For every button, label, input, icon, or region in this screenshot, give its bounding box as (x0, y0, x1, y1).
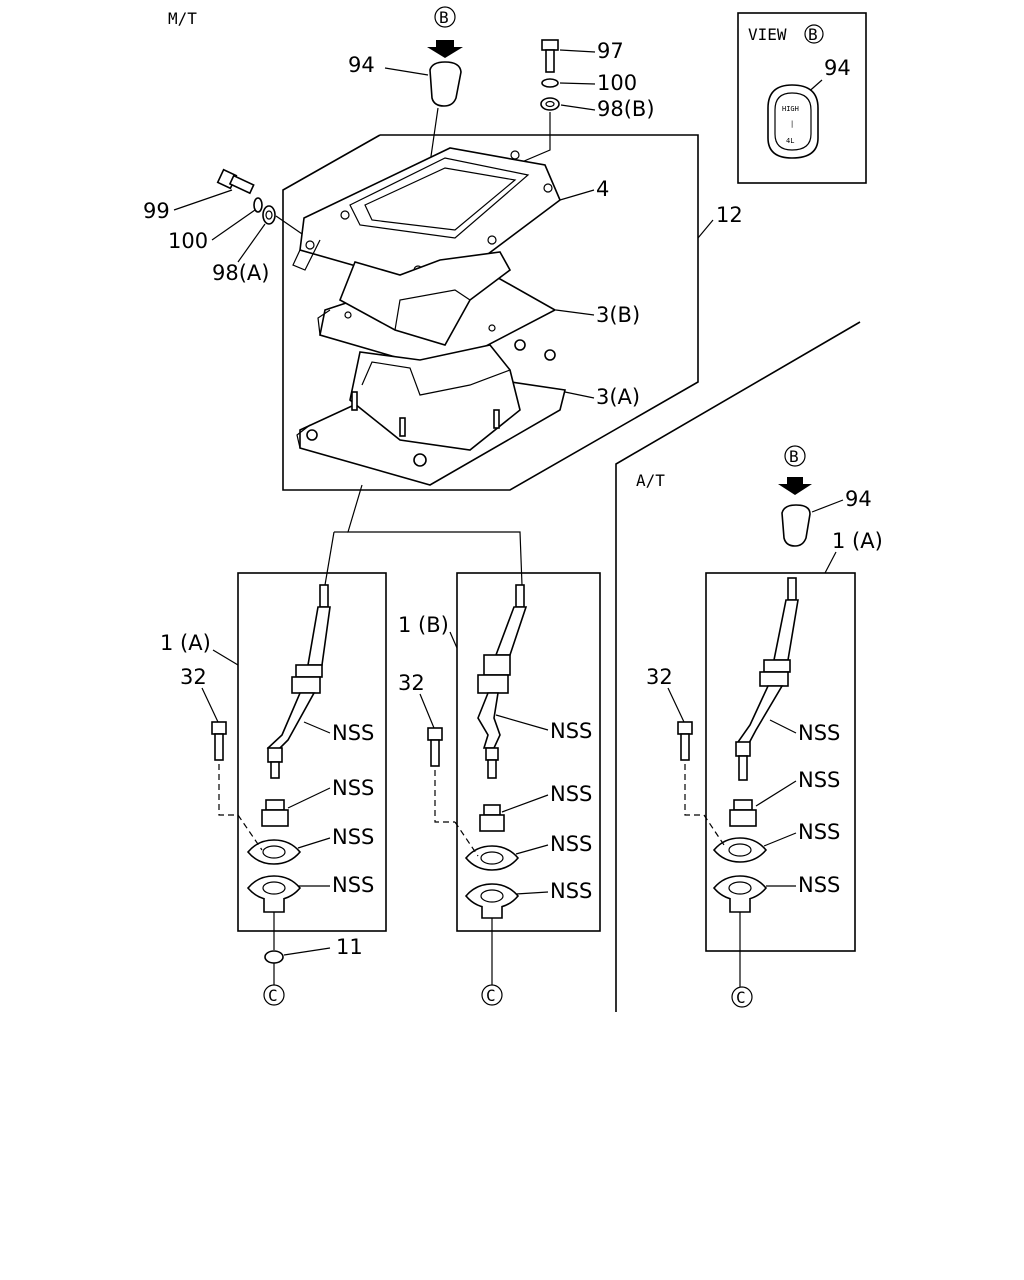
callout-1a-at: 1 (A) (832, 529, 883, 553)
view-marker-b: B (808, 25, 818, 44)
callout-nss-1: NSS (332, 721, 374, 745)
seat-nss-3 (712, 875, 768, 913)
marker-b-circle (434, 6, 456, 28)
callout-98a: 98(A) (212, 261, 269, 285)
callout-4: 4 (596, 177, 609, 201)
callout-99: 99 (143, 199, 170, 223)
bolt-32-mt-b (427, 727, 443, 767)
callout-32-at: 32 (646, 665, 673, 689)
callout-nss-3: NSS (332, 825, 374, 849)
callout-1a-mt: 1 (A) (160, 631, 211, 655)
marker-c-3: C (736, 988, 746, 1007)
view-label: VIEW (748, 25, 787, 44)
knob-face-divider: | (790, 120, 794, 128)
callout-32-mt-a: 32 (180, 665, 207, 689)
at-section-label: A/T (636, 471, 665, 490)
callout-nss-7: NSS (550, 832, 592, 856)
shift-knob-94-mt (429, 61, 462, 107)
marker-c-2: C (486, 986, 496, 1005)
marker-c-circle-2 (481, 984, 503, 1006)
washer-100-side (253, 197, 263, 213)
gasket-nss-3 (712, 837, 768, 863)
marker-b-circle-at (784, 445, 806, 467)
view-b-inset: VIEW B 94 HIGH | 4L (737, 12, 867, 184)
boot-3b (317, 251, 557, 371)
washer-100-top (541, 78, 559, 88)
callout-94-view: 94 (824, 56, 851, 80)
lever-1a-at-box (705, 572, 856, 952)
callout-nss-9: NSS (798, 721, 840, 745)
callout-32-mt-b: 32 (398, 671, 425, 695)
at-section-divider (615, 321, 861, 1012)
callout-12: 12 (716, 203, 743, 227)
knob-face-high: HIGH (782, 105, 799, 113)
callout-94-mt: 94 (348, 53, 375, 77)
bolt-97 (541, 39, 559, 73)
view-direction-arrow-at-icon (778, 477, 812, 495)
seat-nss-1 (246, 875, 302, 913)
callout-3b: 3(B) (596, 303, 640, 327)
lever-1a-mt-box (237, 572, 387, 932)
marker-c-circle-1 (263, 984, 285, 1006)
shift-knob-94-at (781, 504, 811, 547)
gasket-nss-1 (246, 839, 302, 865)
view-direction-arrow-icon (427, 40, 463, 58)
base-3a (296, 339, 566, 486)
callout-98b: 98(B) (597, 97, 655, 121)
callout-100-side: 100 (168, 229, 208, 253)
seat-nss-2 (464, 883, 520, 919)
callout-nss-6: NSS (550, 782, 592, 806)
shift-lever-1a-at (735, 577, 799, 781)
callout-nss-11: NSS (798, 820, 840, 844)
gasket-nss-2 (464, 845, 520, 871)
callout-nss-2: NSS (332, 776, 374, 800)
bolt-32-mt-a (211, 721, 227, 761)
callout-3a: 3(A) (596, 385, 640, 409)
lever-1b-mt-box (456, 572, 601, 932)
o-ring-11 (264, 950, 284, 964)
shift-lever-1a-mt (266, 584, 331, 779)
marker-b-mt: B (439, 8, 449, 27)
marker-c-circle-3 (731, 986, 753, 1008)
marker-b-at: B (789, 447, 799, 466)
assembly-12-boundary (282, 134, 699, 491)
callout-nss-5: NSS (550, 719, 592, 743)
callout-nss-10: NSS (798, 768, 840, 792)
bushing-nss-3 (729, 799, 757, 827)
bushing-nss-2 (479, 804, 505, 832)
callout-nss-12: NSS (798, 873, 840, 897)
marker-c-1: C (268, 986, 278, 1005)
callout-nss-8: NSS (550, 879, 592, 903)
mt-section-label: M/T (168, 9, 197, 28)
knob-face-4l: 4L (786, 137, 794, 145)
bolt-32-at (677, 721, 693, 761)
shift-knob-top-view (767, 84, 819, 159)
nut-98b (540, 97, 560, 111)
callout-94-at: 94 (845, 487, 872, 511)
callout-97: 97 (597, 39, 624, 63)
callout-100-top: 100 (597, 71, 637, 95)
callout-1b: 1 (B) (398, 613, 449, 637)
nut-98a (262, 205, 276, 225)
callout-11: 11 (336, 935, 363, 959)
bushing-nss-1 (261, 799, 289, 827)
bolt-99 (216, 168, 255, 195)
callout-nss-4: NSS (332, 873, 374, 897)
shift-lever-1b (477, 584, 528, 779)
